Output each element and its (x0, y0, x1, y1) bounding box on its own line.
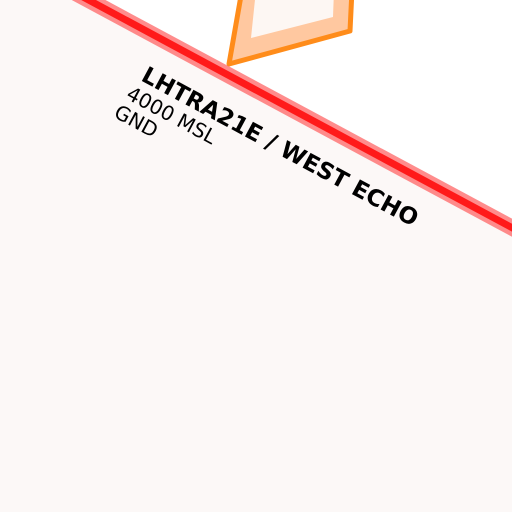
restricted-area-border (81, 0, 512, 232)
small-zone-border (226, 0, 355, 67)
small-zone-fill (251, 0, 334, 38)
small-zone[interactable] (226, 0, 355, 67)
